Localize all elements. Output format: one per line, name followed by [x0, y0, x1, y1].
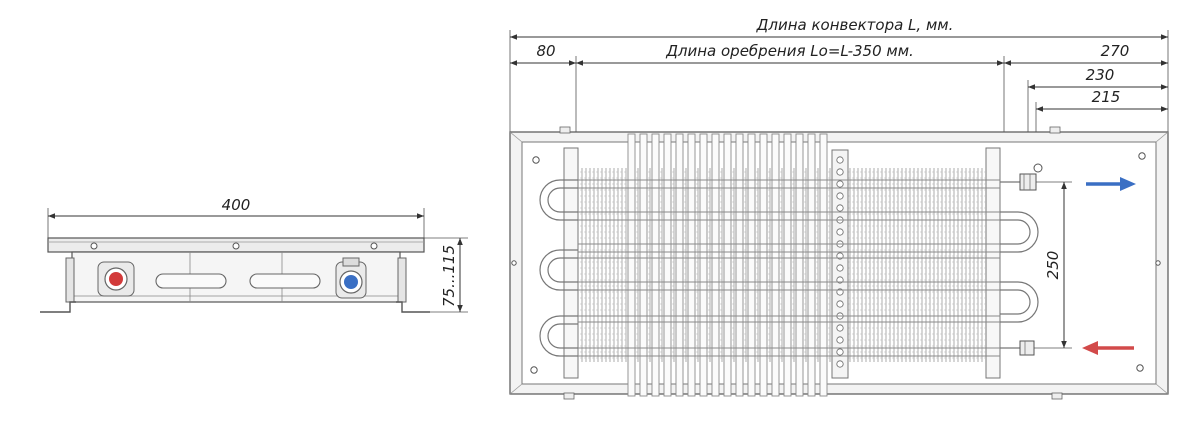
divider-hole — [836, 192, 844, 200]
lamella — [675, 133, 684, 397]
return-arrow-icon — [1082, 341, 1134, 355]
top-view: Длина конвектора L, мм. 80 Длина оребрен… — [509, 16, 1169, 400]
screw-icon — [511, 260, 517, 266]
screw-icon — [232, 242, 240, 250]
divider-hole — [836, 336, 844, 344]
lamella — [807, 133, 816, 397]
lamella — [735, 133, 744, 397]
screw-icon — [532, 156, 540, 164]
screw-icon — [370, 242, 378, 250]
screw-icon — [530, 366, 538, 374]
lamella — [687, 133, 696, 397]
divider-hole — [836, 228, 844, 236]
lamella — [651, 133, 660, 397]
lamella — [771, 133, 780, 397]
connection-230-label: 230 — [1086, 66, 1115, 84]
lamella — [795, 133, 804, 397]
right-support-bracket — [985, 147, 1001, 379]
divider-hole — [836, 156, 844, 164]
left-offset-label: 80 — [536, 42, 555, 60]
return-valve-dot — [109, 272, 123, 286]
supply-connection — [1000, 163, 1043, 191]
side-view: 400 75...115 — [40, 196, 468, 313]
fin-length-label: Длина оребрения Lo=L-350 мм. — [665, 42, 914, 60]
center-divider — [831, 149, 849, 379]
height-label: 75...115 — [440, 245, 458, 307]
divider-hole — [836, 168, 844, 176]
lamella — [699, 133, 708, 397]
slot — [155, 273, 227, 289]
lamella — [783, 133, 792, 397]
screw-icon — [1138, 152, 1146, 160]
screw-icon — [90, 242, 98, 250]
supply-valve-dot — [344, 275, 358, 289]
lamella — [663, 133, 672, 397]
divider-hole — [836, 180, 844, 188]
connection-215-label: 215 — [1092, 88, 1121, 106]
lamella — [723, 133, 732, 397]
divider-hole — [836, 360, 844, 368]
lamella — [639, 133, 648, 397]
divider-hole — [836, 348, 844, 356]
fin-block — [578, 133, 1000, 397]
slot — [249, 273, 321, 289]
total-length-label: Длина конвектора L, мм. — [756, 16, 954, 34]
divider-hole — [836, 300, 844, 308]
lamella — [627, 133, 636, 397]
left-u-bends — [539, 179, 578, 357]
pipe-spacing-label: 250 — [1044, 251, 1062, 280]
divider-hole — [836, 324, 844, 332]
right-offset-label: 270 — [1101, 42, 1130, 60]
divider-hole — [836, 204, 844, 212]
lamella — [711, 133, 720, 397]
lamella — [819, 133, 828, 397]
divider-hole — [836, 264, 844, 272]
lamella — [759, 133, 768, 397]
supply-arrow-icon — [1086, 177, 1136, 191]
return-connection — [1000, 340, 1035, 356]
width-label: 400 — [222, 196, 251, 214]
right-u-bends — [1000, 211, 1039, 323]
screw-icon — [1136, 364, 1144, 372]
screw-icon — [1155, 260, 1161, 266]
lamella — [747, 133, 756, 397]
left-support-bracket — [563, 147, 579, 379]
